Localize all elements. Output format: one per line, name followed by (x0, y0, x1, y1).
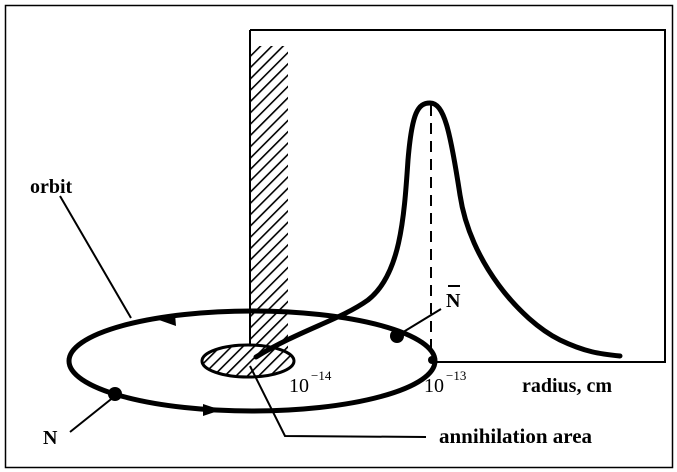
tick2-base: 10 (424, 375, 444, 397)
nbar-leader (399, 308, 442, 335)
annihilation-leader (249, 365, 427, 438)
tick2-exponent: −13 (446, 368, 466, 383)
radius-axis-label: radius, cm (522, 375, 612, 397)
nbar-label: N (446, 290, 461, 312)
hatched-bar (251, 46, 288, 366)
annihilation-label: annihilation area (439, 424, 593, 448)
orbit-leader (59, 195, 132, 319)
probability-curve (253, 100, 623, 360)
orbit-arrow-right (203, 404, 221, 416)
tick1-exponent: −14 (311, 368, 332, 383)
nucleon-dot (108, 387, 122, 401)
n-leader (69, 395, 116, 433)
outer-frame (4, 4, 674, 469)
orbit-label: orbit (30, 176, 73, 198)
n-label: N (43, 427, 58, 449)
annihilation-ellipse (200, 343, 296, 379)
tick-label-1e-14: 10 −14 (289, 368, 332, 397)
orbit-crossing-dot (428, 356, 436, 364)
antinucleon-dot (390, 329, 404, 343)
tick-label-1e-13: 10 −13 (424, 368, 466, 397)
orbit-arrow-left (159, 314, 176, 326)
tick1-base: 10 (289, 375, 309, 397)
